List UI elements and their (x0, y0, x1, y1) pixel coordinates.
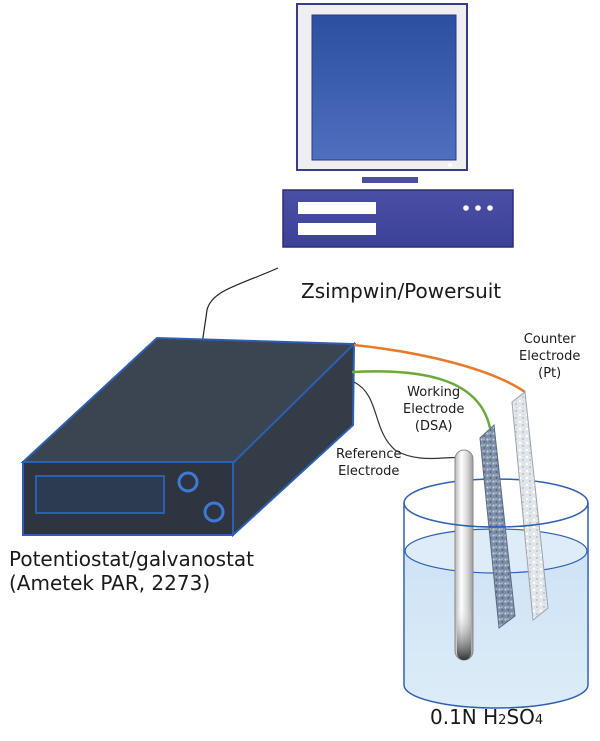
drive-bay-2 (298, 223, 376, 235)
counter-electrode-plate (511, 391, 549, 621)
computer-software-label: Zsimpwin/Powersuit (301, 279, 502, 303)
solution-label-prefix: 0.1N H (430, 705, 499, 729)
solution-label-mid: SO (506, 705, 535, 729)
reference-electrode-label: Reference Electrode (336, 446, 401, 480)
potentiostat-knob-1 (177, 471, 199, 493)
potentiostat (20, 336, 357, 538)
monitor-screen (311, 14, 457, 161)
potentiostat-display (35, 475, 165, 514)
counter-label-line3: (Pt) (538, 366, 562, 381)
monitor-stand (362, 177, 418, 183)
working-electrode-label: Working Electrode (DSA) (403, 384, 464, 435)
case-button-3 (487, 205, 493, 211)
solution-label: 0.1N H2SO4 (430, 705, 543, 733)
solution-label-sub1: 2 (498, 713, 507, 728)
potentiostat-label-line1: Potentiostat/galvanostat (9, 547, 255, 571)
working-label-line2: Electrode (403, 402, 465, 417)
solution-label-sub2: 4 (534, 713, 544, 728)
data-cable (201, 267, 279, 346)
counter-electrode-label: Counter Electrode (Pt) (519, 331, 580, 382)
potentiostat-label-line2: (Ametek PAR, 2273) (9, 571, 211, 595)
working-electrode-wire (351, 370, 492, 429)
reference-electrode-tip (457, 605, 471, 660)
counter-electrode-wire (353, 343, 526, 394)
counter-label-line1: Counter (523, 332, 576, 347)
potentiostat-knob-2 (203, 501, 225, 523)
reference-label-line2: Electrode (338, 464, 400, 479)
beaker-front-rim (403, 502, 589, 528)
reference-electrode-wire (353, 381, 463, 460)
working-label-line1: Working (407, 385, 461, 400)
counter-label-line2: Electrode (519, 349, 581, 364)
beaker-bottom (403, 684, 589, 709)
monitor-power-led (447, 162, 453, 168)
case-button-2 (475, 205, 481, 211)
drive-bay-1 (298, 202, 376, 214)
reference-label-line1: Reference (336, 447, 402, 462)
working-label-line3: (DSA) (414, 419, 453, 434)
computer-case (282, 189, 514, 248)
potentiostat-label: Potentiostat/galvanostat (Ametek PAR, 22… (9, 547, 254, 595)
computer (282, 3, 514, 248)
case-button-1 (463, 205, 469, 211)
